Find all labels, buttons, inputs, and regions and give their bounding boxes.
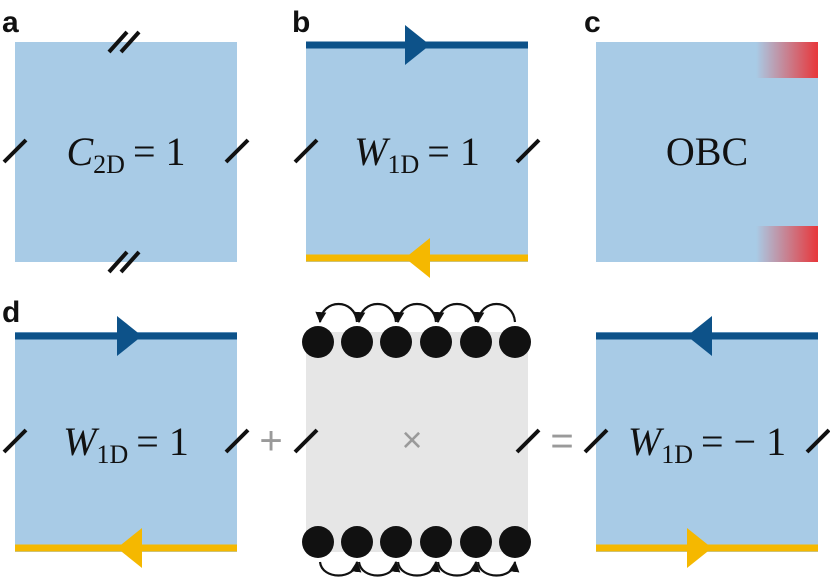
panel-d-left: W1D= 1	[2, 316, 250, 568]
top-hopping-arrows	[315, 302, 517, 324]
double-tick-bottom-a	[107, 250, 141, 274]
site-top-4	[420, 326, 452, 358]
label-w1d-b: W1D= 1	[354, 129, 480, 179]
panel-label-c: c	[584, 6, 601, 39]
double-tick-top-a	[107, 30, 141, 54]
hop-top-1	[315, 302, 359, 324]
hop-bottom-4	[436, 560, 481, 577]
panel-d-right: W1D= − 1	[583, 316, 830, 568]
top-sites	[302, 326, 531, 358]
square-d-left	[15, 332, 237, 552]
arrow-left-b	[405, 238, 430, 278]
site-top-5	[460, 326, 492, 358]
site-bottom-5	[460, 526, 492, 558]
site-bottom-6	[499, 526, 531, 558]
corner-state-bottom	[756, 226, 818, 262]
equals-sign: =	[550, 419, 573, 463]
plus-sign: +	[259, 419, 282, 463]
corner-state-top	[756, 42, 818, 78]
label-w1d-d-left: W1D= 1	[63, 419, 189, 469]
site-top-3	[380, 326, 412, 358]
square-b	[306, 42, 528, 262]
tick-left-a	[2, 138, 28, 164]
site-bottom-3	[380, 526, 412, 558]
tick-left-b	[293, 138, 319, 164]
arrow-right-d-right	[687, 528, 712, 568]
arrow-right-d-left	[117, 316, 142, 356]
panel-d: d W1D= 1 + ×	[2, 296, 830, 577]
hop-top-4	[433, 302, 478, 324]
label-w1d-d-right: W1D= − 1	[628, 419, 786, 469]
arrow-right-b	[405, 25, 430, 65]
tick-left-d-left	[2, 428, 28, 454]
site-top-1	[302, 326, 334, 358]
panel-d-middle: ×	[293, 302, 541, 577]
tick-right-b	[515, 138, 541, 164]
bottom-sites	[302, 526, 531, 558]
panel-label-d: d	[2, 296, 20, 329]
bottom-hopping-arrows	[318, 560, 520, 577]
site-top-2	[341, 326, 373, 358]
tick-right-a	[224, 138, 250, 164]
tick-left-d-right	[583, 428, 609, 454]
label-c2d: C2D= 1	[66, 129, 185, 179]
panel-label-b: b	[292, 6, 310, 39]
tick-right-d-middle	[515, 428, 541, 454]
hop-bottom-3	[396, 560, 441, 577]
site-bottom-2	[341, 526, 373, 558]
times-sign: ×	[401, 419, 422, 460]
panel-label-a: a	[2, 6, 19, 39]
panel-a: a C2D= 1	[2, 6, 250, 274]
square-d-middle	[306, 332, 528, 552]
panel-c: c OBC	[584, 6, 818, 262]
arrow-left-d-left	[117, 528, 142, 568]
square-c	[596, 42, 818, 262]
hop-bottom-5	[476, 560, 520, 577]
hop-top-2	[354, 302, 398, 324]
arrow-left-d-right	[687, 316, 712, 356]
hop-bottom-1	[318, 560, 362, 577]
site-bottom-4	[420, 526, 452, 558]
site-bottom-1	[302, 526, 334, 558]
site-top-6	[499, 326, 531, 358]
square-d-right	[596, 332, 818, 552]
label-obc: OBC	[666, 129, 748, 174]
tick-left-d-middle	[293, 428, 319, 454]
tick-right-d-left	[224, 428, 250, 454]
square-a	[15, 42, 237, 262]
panel-b: b W1D= 1	[292, 6, 541, 278]
hop-top-5	[473, 302, 517, 324]
tick-right-d-right	[805, 428, 830, 454]
hop-top-3	[393, 302, 438, 324]
hop-bottom-2	[357, 560, 401, 577]
